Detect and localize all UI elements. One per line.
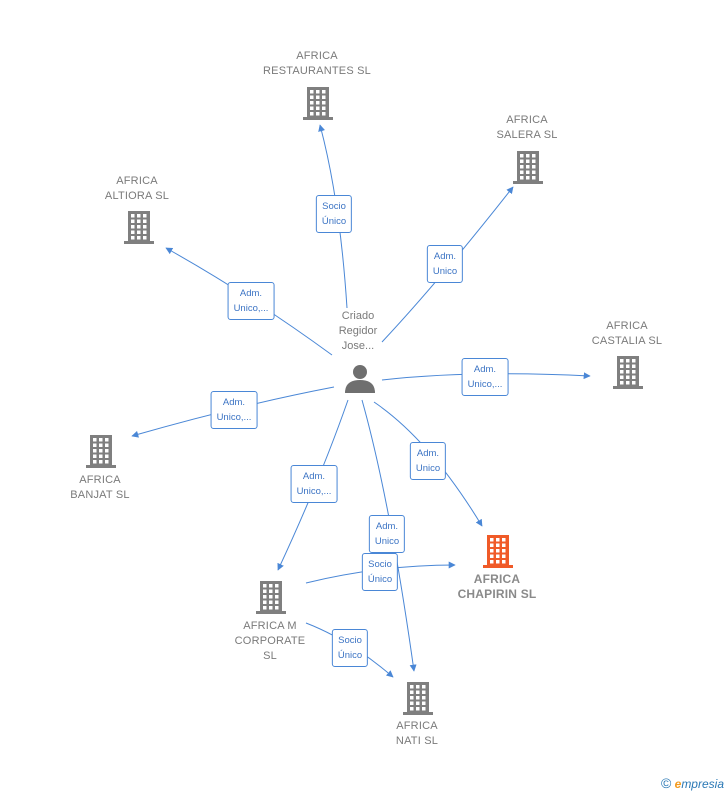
company-label-altiora[interactable]: AFRICA ALTIORA SL bbox=[104, 175, 170, 202]
building-icon-chapirin[interactable] bbox=[483, 535, 513, 568]
building-icon-nati[interactable] bbox=[403, 682, 433, 715]
building-icon-banjat[interactable] bbox=[86, 435, 116, 468]
company-label-corporate[interactable]: AFRICA M CORPORATE SL bbox=[234, 620, 306, 662]
building-icon-altiora[interactable] bbox=[124, 211, 154, 244]
building-icon-restaurantes[interactable] bbox=[303, 87, 333, 120]
building-icon-corporate[interactable] bbox=[256, 581, 286, 614]
brand-e: e bbox=[674, 777, 682, 791]
edge-label-banjat: Adm. Unico,... bbox=[210, 391, 258, 429]
edge-label-chapirin: Adm. Unico bbox=[409, 442, 447, 480]
edge-label-nati: Adm. Unico bbox=[368, 515, 406, 553]
company-label-nati[interactable]: AFRICA NATI SL bbox=[395, 720, 439, 747]
edge-label-corp-chapirin: Socio Único bbox=[361, 553, 399, 591]
person-icon[interactable] bbox=[345, 365, 375, 393]
company-label-banjat[interactable]: AFRICA BANJAT SL bbox=[70, 474, 130, 501]
company-label-castalia[interactable]: AFRICA CASTALIA SL bbox=[591, 320, 663, 347]
edge-label-salera: Adm. Unico bbox=[426, 245, 464, 283]
building-icon-castalia[interactable] bbox=[613, 356, 643, 389]
edge-label-corporate: Adm. Unico,... bbox=[290, 465, 338, 503]
company-label-chapirin[interactable]: AFRICA CHAPIRIN SL bbox=[457, 572, 537, 601]
person-name-label[interactable]: Criado Regidor Jose... bbox=[338, 310, 378, 352]
building-icon-salera[interactable] bbox=[513, 151, 543, 184]
edge-label-altiora: Adm. Unico,... bbox=[227, 282, 275, 320]
edge-label-restaurantes: Socio Único bbox=[315, 195, 353, 233]
edge-label-corp-nati: Socio Único bbox=[331, 629, 369, 667]
brand-name: mpresia bbox=[681, 777, 724, 791]
copyright-symbol: © bbox=[660, 775, 672, 791]
edge-label-castalia: Adm. Unico,... bbox=[461, 358, 509, 396]
company-label-salera[interactable]: AFRICA SALERA SL bbox=[496, 114, 558, 141]
company-label-restaurantes[interactable]: AFRICA RESTAURANTES SL bbox=[263, 50, 371, 77]
empresia-logo[interactable]: © empresia bbox=[661, 775, 724, 791]
node-icons bbox=[86, 87, 643, 715]
